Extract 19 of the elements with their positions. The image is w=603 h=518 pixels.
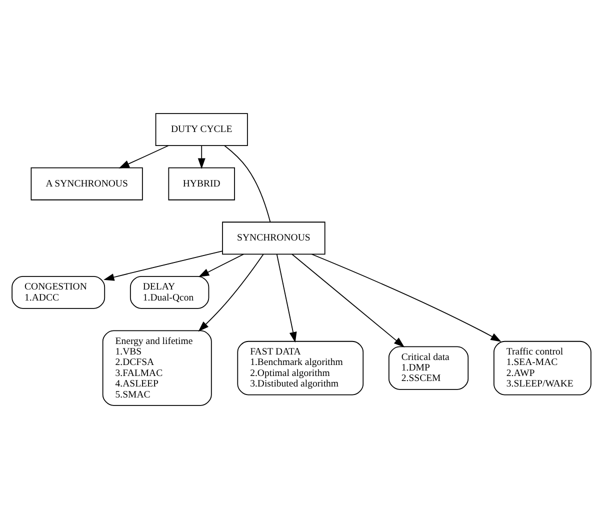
arrow: [118, 144, 169, 168]
node-box: FAST DATA 1.Benchmark algorithm 2.Optimal algorithm 3.Distibuted algorithm: [237, 340, 364, 395]
node-box: SYNCHRONOUS: [222, 221, 326, 254]
node-box: DUTY CYCLE: [155, 112, 248, 146]
node-box: HYBRID: [168, 166, 235, 200]
arrow: [198, 253, 244, 276]
node-box: A SYNCHRONOUS: [30, 166, 143, 200]
arrow: [198, 253, 264, 332]
arrow: [198, 144, 206, 168]
arrow: [104, 250, 223, 280]
node-box: CONGESTION 1.ADCC: [12, 275, 106, 308]
arrow: [276, 253, 297, 342]
arrow: [292, 253, 405, 347]
arrow: [311, 253, 502, 342]
node-box: Critical data 1.DMP 2.SSCEM: [388, 346, 469, 390]
node-box: DELAY 1.Dual-Qcon: [130, 275, 210, 308]
node-box: Traffic control 1.SEA-MAC 2.AWP 3.SLEEP/WAKE: [494, 340, 592, 395]
node-box: Energy and lifetime 1.VBS 2.DCFSA 3.FALMAC 4.ASLEEP 5.SMAC: [102, 330, 212, 406]
connector: [224, 144, 271, 222]
